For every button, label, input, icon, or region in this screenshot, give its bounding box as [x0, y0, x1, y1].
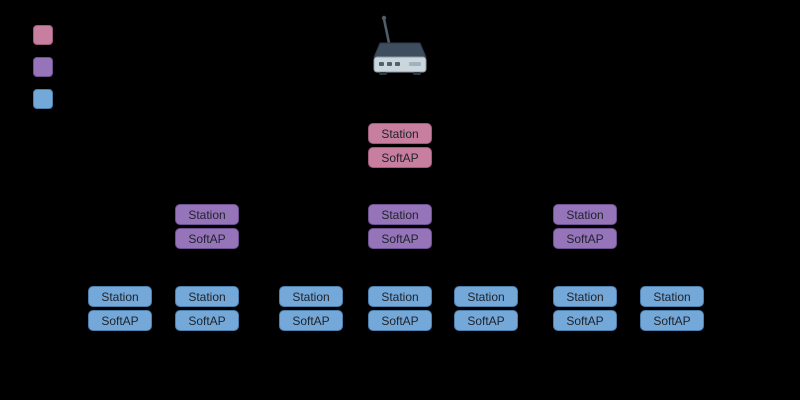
mesh-node-intermediate-left: Station SoftAP	[175, 204, 239, 249]
softap-box: SoftAP	[368, 228, 432, 249]
mesh-node-intermediate-center: Station SoftAP	[368, 204, 432, 249]
softap-box: SoftAP	[88, 310, 152, 331]
station-box: Station	[368, 286, 432, 307]
legend-swatch-root-node	[33, 25, 53, 45]
softap-box: SoftAP	[553, 310, 617, 331]
station-box: Station	[553, 204, 617, 225]
softap-box: SoftAP	[368, 310, 432, 331]
station-box: Station	[175, 204, 239, 225]
softap-box: SoftAP	[279, 310, 343, 331]
softap-box: SoftAP	[175, 228, 239, 249]
softap-box: SoftAP	[368, 147, 432, 168]
mesh-node-leaf-3: Station SoftAP	[279, 286, 343, 331]
mesh-node-leaf-4: Station SoftAP	[368, 286, 432, 331]
station-box: Station	[279, 286, 343, 307]
station-box: Station	[175, 286, 239, 307]
mesh-node-leaf-6: Station SoftAP	[553, 286, 617, 331]
station-box: Station	[368, 123, 432, 144]
legend	[33, 25, 53, 109]
mesh-node-leaf-5: Station SoftAP	[454, 286, 518, 331]
station-box: Station	[553, 286, 617, 307]
softap-box: SoftAP	[640, 310, 704, 331]
station-box: Station	[454, 286, 518, 307]
softap-box: SoftAP	[175, 310, 239, 331]
mesh-node-intermediate-right: Station SoftAP	[553, 204, 617, 249]
softap-box: SoftAP	[553, 228, 617, 249]
router-icon	[371, 13, 429, 77]
mesh-node-leaf-7: Station SoftAP	[640, 286, 704, 331]
mesh-node-leaf-1: Station SoftAP	[88, 286, 152, 331]
mesh-node-leaf-2: Station SoftAP	[175, 286, 239, 331]
station-box: Station	[88, 286, 152, 307]
legend-swatch-intermediate-parent-node	[33, 57, 53, 77]
station-box: Station	[640, 286, 704, 307]
mesh-node-root: Station SoftAP	[368, 123, 432, 168]
legend-swatch-leaf-node	[33, 89, 53, 109]
softap-box: SoftAP	[454, 310, 518, 331]
station-box: Station	[368, 204, 432, 225]
